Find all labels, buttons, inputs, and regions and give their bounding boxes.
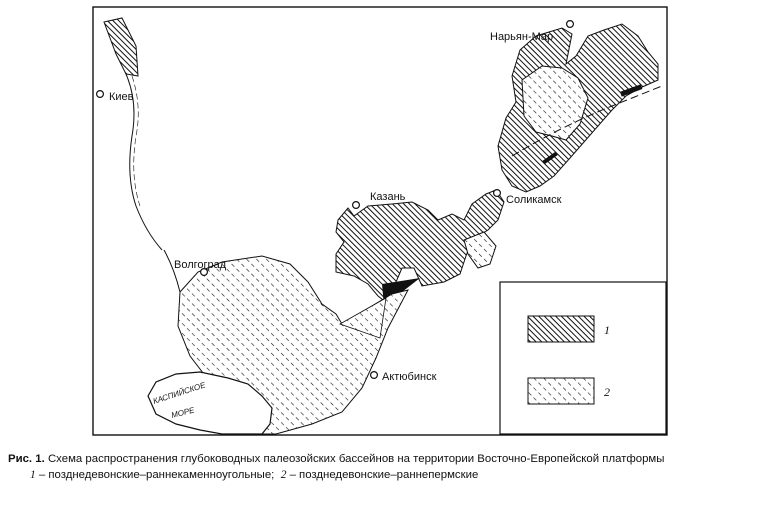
- legend-swatch-1: [527, 315, 595, 343]
- caption-item2-text: – позднедевонские–раннепермские: [289, 469, 479, 481]
- caption-title: Рис. 1. Схема распространения глубоковод…: [8, 451, 764, 467]
- west-margin-line: [125, 73, 163, 251]
- legend-label-1: 1: [604, 323, 610, 337]
- city-volgograd: Волгоград: [174, 259, 227, 277]
- svg-text:Киев: Киев: [109, 91, 134, 103]
- caption-label: Рис. 1.: [8, 453, 45, 465]
- map-border: [92, 6, 668, 436]
- map-frame: КАСПИЙСКОЕ МОРЕ 1 2 Нарьян-Мар Киев Каза…: [92, 6, 668, 436]
- svg-text:Нарьян-Мар: Нарьян-Мар: [490, 31, 553, 43]
- svg-text:Казань: Казань: [370, 191, 406, 203]
- caption-item2-number: 2: [280, 469, 287, 481]
- caption-item1-text: – позднедевонские–раннекаменноугольные;: [38, 469, 275, 481]
- svg-text:Актюбинск: Актюбинск: [382, 371, 437, 383]
- caption-item1-number: 1: [30, 469, 36, 481]
- northeast-inner-basin: [521, 65, 589, 141]
- caption-legend-items: 1 – позднедевонские–раннекаменноугольные…: [8, 467, 764, 483]
- legend-label-2: 2: [604, 385, 610, 399]
- west-basin: [103, 17, 139, 77]
- caspian-sea: [147, 371, 273, 435]
- basin-map: КАСПИЙСКОЕ МОРЕ 1 2 Нарьян-Мар Киев Каза…: [92, 6, 668, 436]
- caption-text: Схема распространения глубоководных пале…: [47, 453, 665, 465]
- city-aktyubinsk: Актюбинск: [370, 371, 437, 383]
- legend-swatch-2: [527, 377, 595, 405]
- city-naryan-mar: Нарьян-Мар: [490, 20, 575, 43]
- svg-text:Соликамск: Соликамск: [506, 194, 562, 206]
- city-kiev: Киев: [95, 89, 134, 103]
- svg-text:Волгоград: Волгоград: [174, 259, 227, 271]
- city-solikamsk: Соликамск: [493, 189, 562, 206]
- legend-box: [499, 281, 667, 435]
- figure-caption: Рис. 1. Схема распространения глубоковод…: [8, 451, 764, 483]
- city-kazan: Казань: [352, 191, 406, 210]
